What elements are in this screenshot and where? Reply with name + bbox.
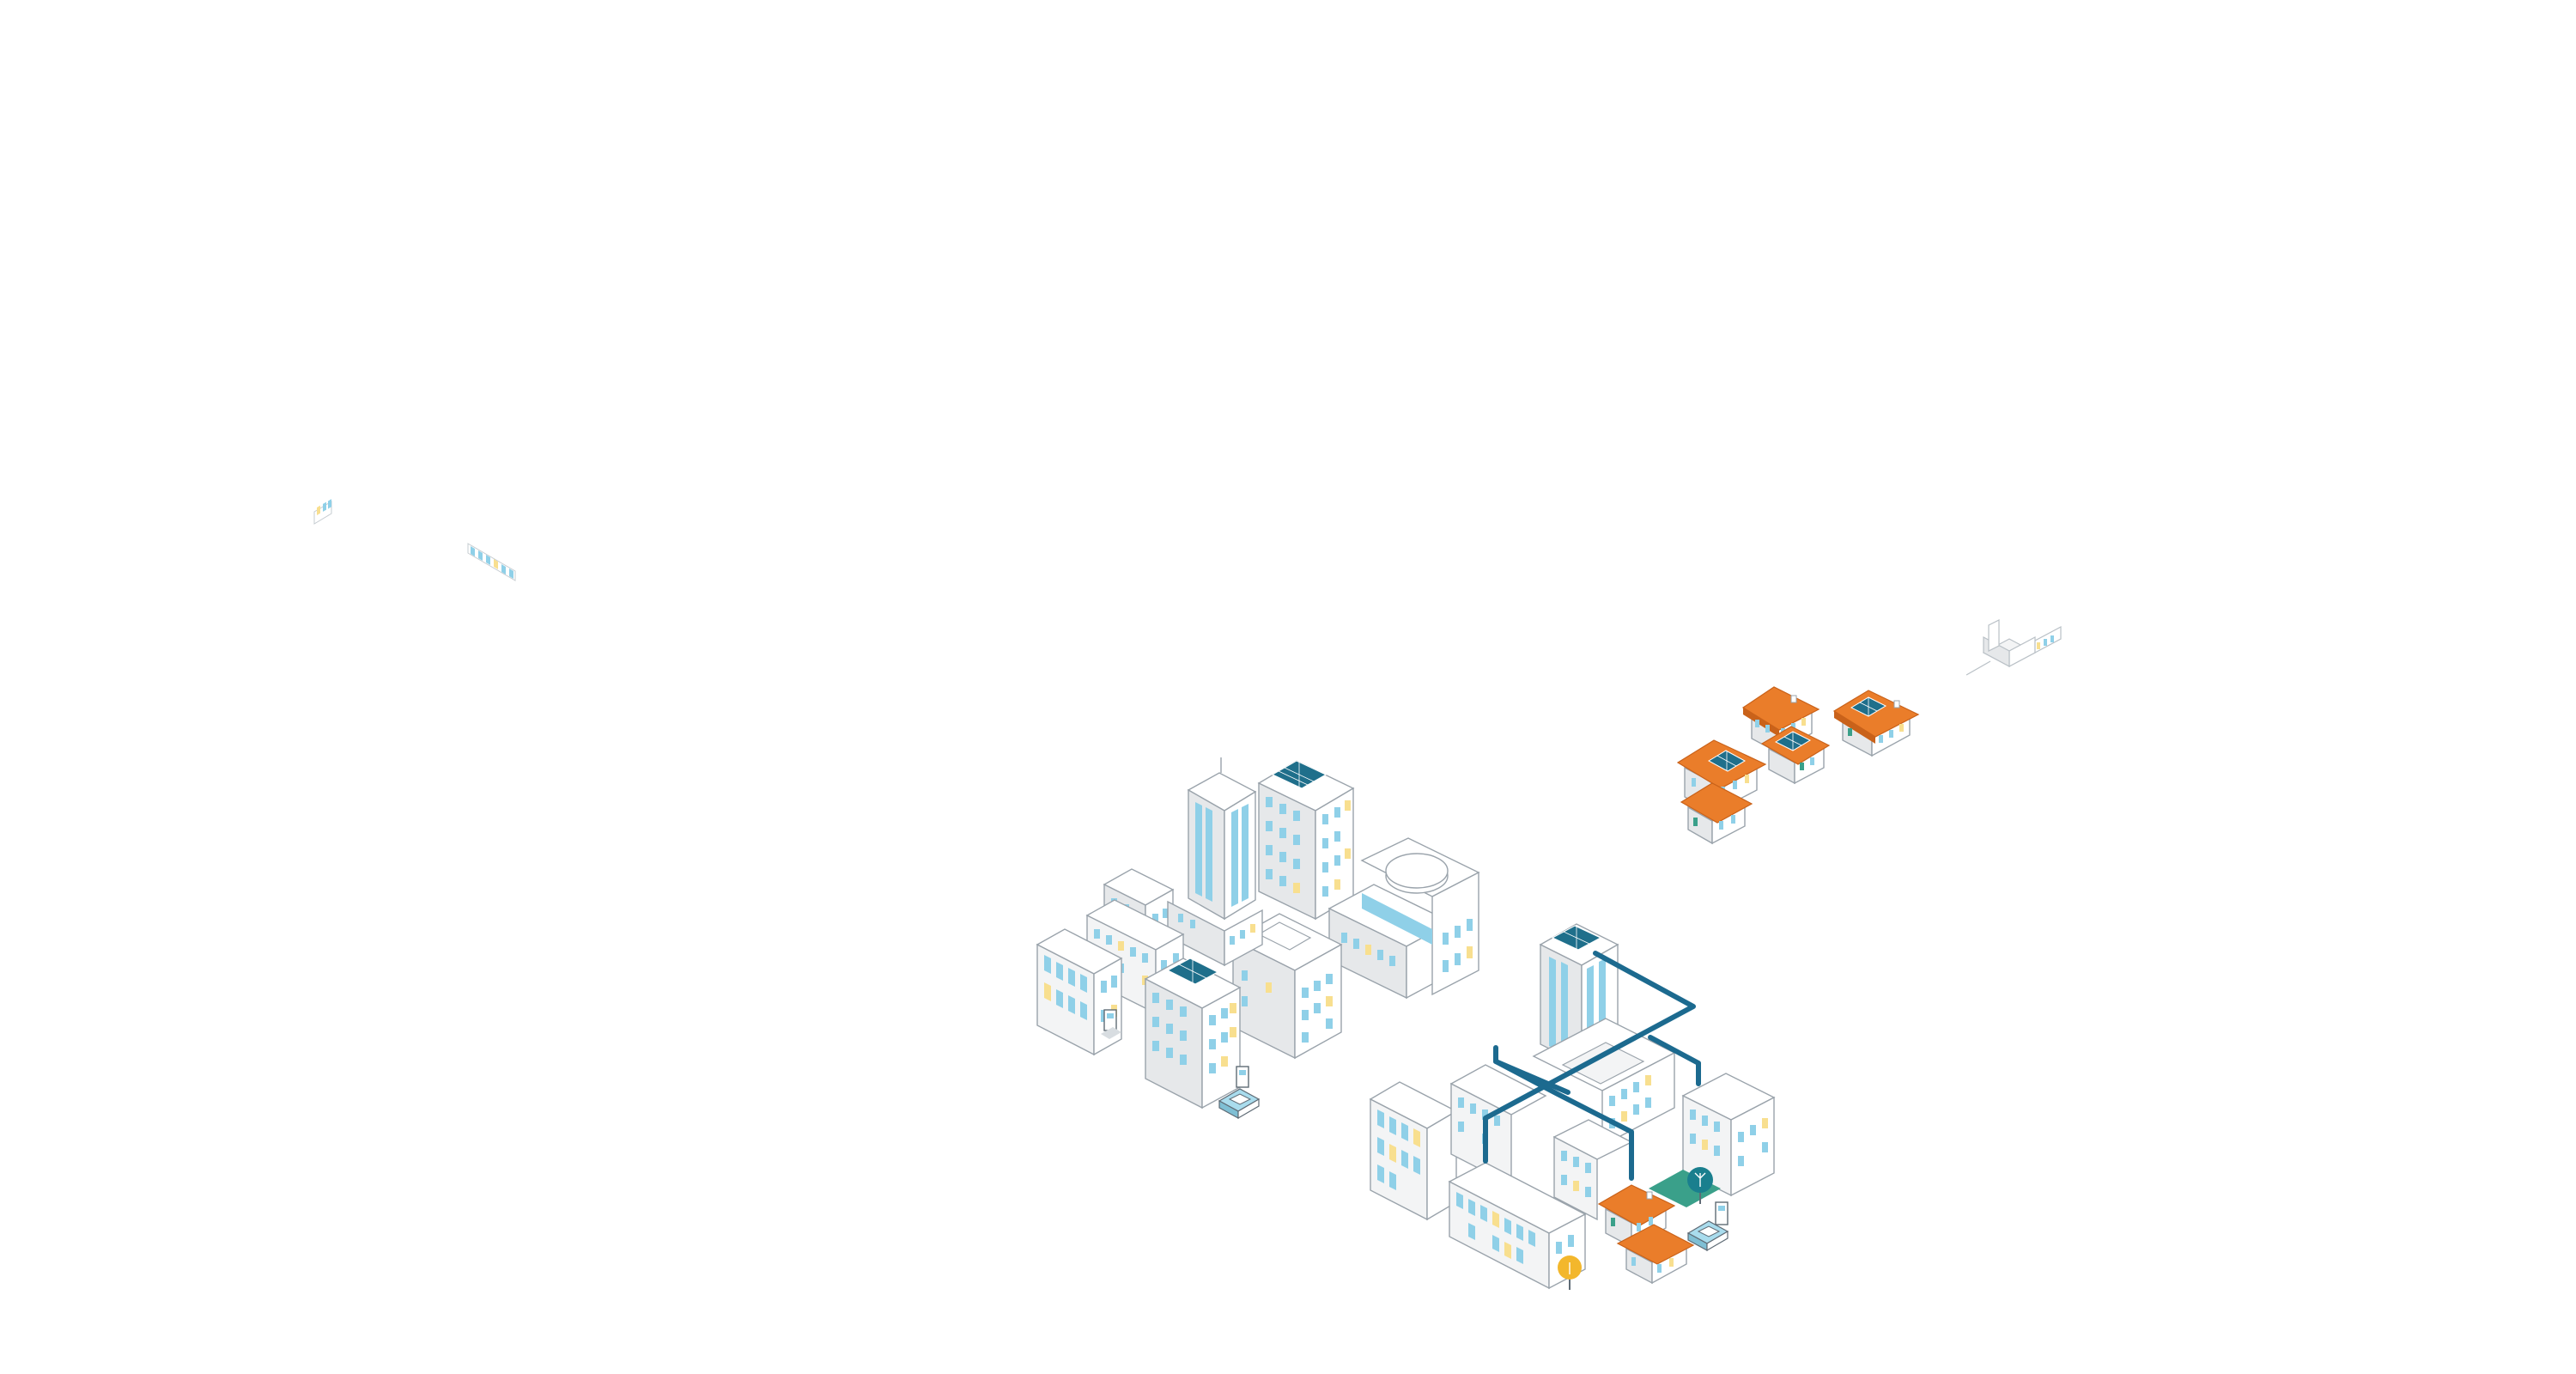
solar-panel-icon — [1774, 731, 1812, 751]
smart-grid-district — [1369, 923, 1776, 1290]
corner-apartment-building — [1036, 928, 1123, 1056]
house-orange-roof-icon — [1616, 1224, 1695, 1285]
solar-panel-icon — [1850, 696, 1887, 717]
connector-building — [1167, 900, 1263, 967]
ev-charger-icon — [1101, 1009, 1121, 1039]
middle-office-building — [1449, 1064, 1547, 1187]
civic-hall — [1327, 837, 1480, 1000]
solar-panel-icon — [1551, 925, 1602, 951]
office-tower — [1187, 757, 1257, 921]
suburb-houses — [1676, 686, 1920, 845]
ev-charger-icon — [1715, 1201, 1728, 1225]
park-icon — [1649, 1170, 1721, 1207]
solar-panel-icon — [1166, 958, 1219, 985]
house-orange-roof-icon — [1680, 782, 1753, 845]
tree-icon — [1687, 1167, 1713, 1204]
power-grid-line-icon — [1483, 951, 1701, 1181]
city-block-icon — [1036, 757, 1480, 1120]
distant-building-icon — [313, 499, 332, 525]
tree-icon — [1558, 1255, 1582, 1290]
solar-office-building — [1257, 760, 1355, 921]
house-orange-roof-icon — [1832, 690, 1920, 757]
distant-building-icon — [1965, 619, 2062, 676]
electric-car-icon — [1218, 1088, 1261, 1120]
left-office-building — [1369, 1081, 1458, 1221]
electric-car-icon — [1686, 1220, 1729, 1252]
center-office-building — [1552, 1119, 1633, 1221]
solar-apartment-building — [1144, 958, 1242, 1110]
house-orange-roof-icon — [1760, 726, 1831, 785]
distant-building-icon — [467, 543, 516, 581]
solar-panel-icon — [1271, 760, 1327, 789]
solar-panel-icon — [1707, 750, 1747, 772]
ev-charger-icon — [1236, 1066, 1249, 1088]
